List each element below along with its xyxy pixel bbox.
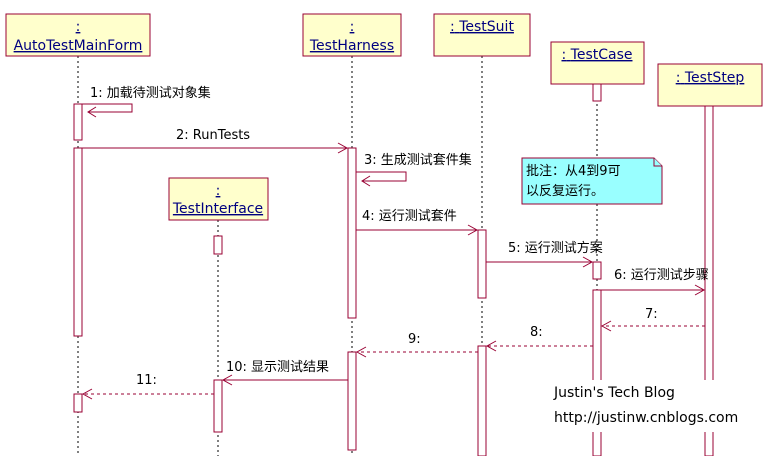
- object-name: TestStep: [684, 70, 745, 86]
- message-label: 7:: [645, 307, 658, 322]
- message-9: 9:: [355, 332, 478, 358]
- object-prefix: :: [216, 183, 221, 199]
- activation-mainform-3: [73, 393, 83, 413]
- message-8: 8:: [485, 325, 593, 352]
- message-11: 11:: [81, 373, 214, 400]
- object-prefix: :: [676, 70, 681, 86]
- activation-teststep: [704, 105, 714, 456]
- object-title: : TestSuit: [450, 19, 514, 35]
- object-name: TestSuit: [458, 19, 514, 35]
- object-testcase: : TestCase: [550, 41, 645, 85]
- message-label: 6: 运行测试步骤: [614, 268, 709, 283]
- activation-testcase-3: [592, 289, 602, 456]
- activation-testinterface-1: [213, 235, 223, 255]
- note-line-1: 批注：从4到9可: [526, 164, 621, 179]
- message-label: 11:: [136, 373, 157, 388]
- message-2: 2: RunTests: [82, 128, 349, 154]
- object-prefix: :: [561, 47, 566, 63]
- message-label: 5: 运行测试方案: [508, 240, 603, 256]
- object-name: TestHarness: [309, 38, 394, 54]
- object-testharness: : TestHarness: [302, 13, 402, 57]
- message-7: 7:: [600, 307, 705, 332]
- activation-mainform-2: [73, 147, 83, 337]
- activation-suit-2: [477, 345, 487, 456]
- message-3: 3: 生成测试套件集: [356, 152, 472, 187]
- note: 批注：从4到9可 以反复运行。: [521, 157, 663, 205]
- object-title: : TestCase: [561, 47, 632, 63]
- blog-title: Justin's Tech Blog: [553, 385, 675, 401]
- message-6: 6: 运行测试步骤: [601, 268, 709, 296]
- message-label: 8:: [530, 325, 543, 340]
- object-prefix: :: [76, 19, 81, 35]
- blog-watermark: Justin's Tech Blog http://justinw.cnblog…: [550, 380, 764, 432]
- message-label: 9:: [408, 332, 421, 347]
- note-line-2: 以反复运行。: [526, 184, 604, 199]
- message-4: 4: 运行测试套件: [356, 208, 479, 236]
- activation-harness-2: [347, 351, 357, 451]
- message-label: 1: 加载待测试对象集: [90, 85, 211, 101]
- activation-testinterface-2: [213, 379, 223, 433]
- object-autotestmainform: : AutoTestMainForm: [5, 13, 151, 57]
- blog-url: http://justinw.cnblogs.com: [554, 410, 738, 426]
- object-prefix: :: [450, 19, 455, 35]
- activation-suit-1: [477, 229, 487, 299]
- object-testinterface: : TestInterface: [168, 177, 269, 221]
- activation-harness-1: [347, 147, 357, 319]
- message-10: 10: 显示测试结果: [221, 360, 348, 386]
- message-label: 10: 显示测试结果: [226, 360, 329, 375]
- message-1: 1: 加载待测试对象集: [82, 85, 211, 118]
- object-prefix: :: [350, 19, 355, 35]
- activation-testcase-1: [592, 83, 602, 102]
- activation-testcase-2: [592, 261, 602, 280]
- message-label: 2: RunTests: [176, 128, 250, 143]
- object-name: AutoTestMainForm: [14, 38, 143, 54]
- object-title: : TestStep: [676, 70, 745, 86]
- message-label: 3: 生成测试套件集: [364, 152, 472, 168]
- activation-mainform-1: [73, 103, 83, 141]
- object-name: TestInterface: [172, 201, 263, 217]
- message-5: 5: 运行测试方案: [486, 240, 603, 268]
- object-testsuit: : TestSuit: [433, 13, 531, 57]
- object-name: TestCase: [570, 47, 633, 63]
- object-teststep: : TestStep: [657, 63, 763, 107]
- message-label: 4: 运行测试套件: [362, 208, 457, 224]
